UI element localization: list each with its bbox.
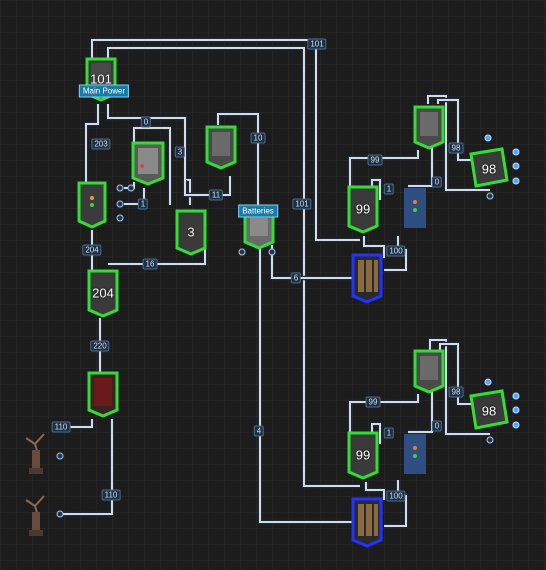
splitter-204-node[interactable]: 204 [86,268,120,318]
wire-label: 1 [137,198,149,210]
wire-label: 6 [290,272,302,284]
branch-a-cell[interactable]: 98 [468,146,510,192]
wire-label: 3 [174,146,186,158]
wire-label: 110 [101,489,121,501]
wind-turbine-node[interactable] [22,432,48,476]
wire-label: 98 [448,142,464,154]
connector-dot[interactable] [512,177,520,185]
branch-b-electric-box[interactable] [412,348,446,394]
wire-label: 99 [367,154,383,166]
connector-dot[interactable] [512,421,520,429]
battery-bank-icon [351,497,383,548]
wire-label: 100 [386,245,406,257]
connector-dot[interactable] [116,214,124,222]
branch-b-cell-value: 98 [481,403,497,419]
branch-b-switch-value: 99 [355,447,371,463]
branch-a-switch[interactable]: 99 [346,184,380,234]
wire-label: 110 [51,421,71,433]
wind-turbine-icon [25,433,45,474]
wire-label: 99 [365,396,381,408]
wire-label: 0 [140,116,152,128]
wire-label: 4 [253,425,265,437]
connector-dot[interactable] [268,248,276,256]
wire-label: 1 [383,183,395,195]
wire-label: 220 [90,340,110,352]
wire-label: 100 [386,490,406,502]
switch-icon [347,431,379,480]
connector-dot[interactable] [484,134,492,142]
switch-icon [347,185,379,234]
branch-b-cell[interactable]: 98 [468,388,510,434]
splitter-204-value: 204 [92,285,114,301]
wire-label: 16 [142,258,158,270]
connector-dot[interactable] [238,248,246,256]
connector-dot[interactable] [127,184,135,192]
sensor-icon [404,434,426,474]
wind-turbine-node[interactable] [22,494,48,538]
wire-label: 10 [250,132,266,144]
branch-a-sensor[interactable] [402,186,428,230]
main-power-value: 101 [90,71,112,87]
wire-label: 11 [208,189,224,201]
storage-cell-icon [469,389,509,430]
wire-label: 204 [82,244,102,256]
wire-label: 203 [91,138,111,150]
counter-icon [131,141,165,186]
combiner-icon [87,371,119,418]
wire-label: 101 [292,198,312,210]
electric-box-icon [413,105,445,150]
electric-box-icon [413,349,445,394]
wire-label: 1 [383,427,395,439]
wire-label: 101 [307,38,327,50]
branch-a-switch-value: 99 [355,201,371,217]
splitter-icon [77,181,107,229]
connector-dot[interactable] [512,148,520,156]
main-power-tag: Main Power [78,84,130,98]
connector-dot[interactable] [486,436,494,444]
counter-node[interactable] [130,140,166,186]
root-combiner-node[interactable] [86,370,120,418]
branch-b-switch[interactable]: 99 [346,430,380,480]
connector-dot[interactable] [484,378,492,386]
splitter-node[interactable] [76,180,108,230]
batteries-tag: Batteries [238,204,278,218]
wire-label: 98 [448,386,464,398]
branch-b-sensor[interactable] [402,432,428,476]
wind-turbine-icon [25,495,45,536]
connector-dot[interactable] [56,452,64,460]
connector-dot[interactable] [56,510,64,518]
battery-bank-icon [351,253,383,304]
connector-dot[interactable] [116,184,124,192]
connector-dot[interactable] [512,162,520,170]
blocker-node[interactable] [204,124,238,170]
sensor-icon [404,188,426,228]
connector-dot[interactable] [512,392,520,400]
branch-a-cell-value: 98 [481,161,497,177]
wire-label: 0 [431,420,443,432]
branch-a-electric-box[interactable] [412,104,446,150]
branch-b-battery[interactable] [350,496,384,548]
switch-3-value: 3 [187,224,195,240]
blocker-icon [205,125,237,170]
switch-3-node[interactable]: 3 [174,208,208,256]
connector-dot[interactable] [116,200,124,208]
wire-label: 0 [431,176,443,188]
splitter-icon [87,269,119,318]
connector-dot[interactable] [486,192,494,200]
connector-dot[interactable] [512,406,520,414]
storage-cell-icon [469,147,509,188]
branch-a-battery[interactable] [350,252,384,304]
switch-icon [175,209,207,256]
